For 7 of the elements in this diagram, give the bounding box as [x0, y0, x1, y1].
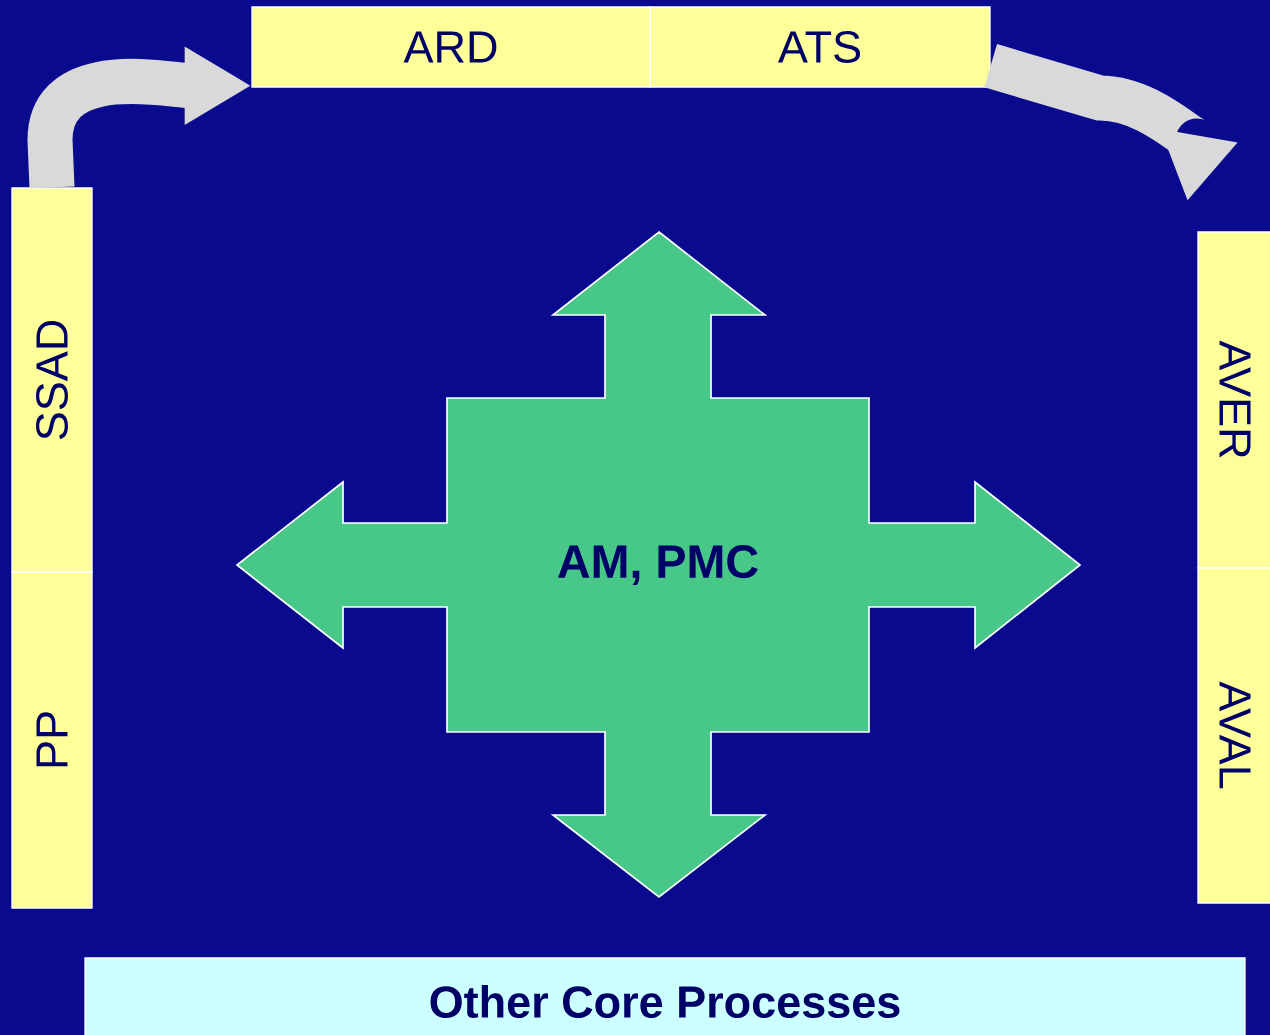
- label-box: ARD: [251, 6, 651, 88]
- label-box: SSAD: [11, 187, 93, 573]
- label-box: PP: [11, 571, 93, 909]
- label-box: AVER: [1197, 231, 1270, 569]
- banner-box: Other Core Processes: [84, 957, 1246, 1035]
- label-box: AVAL: [1197, 567, 1270, 904]
- label-box: ATS: [649, 6, 991, 88]
